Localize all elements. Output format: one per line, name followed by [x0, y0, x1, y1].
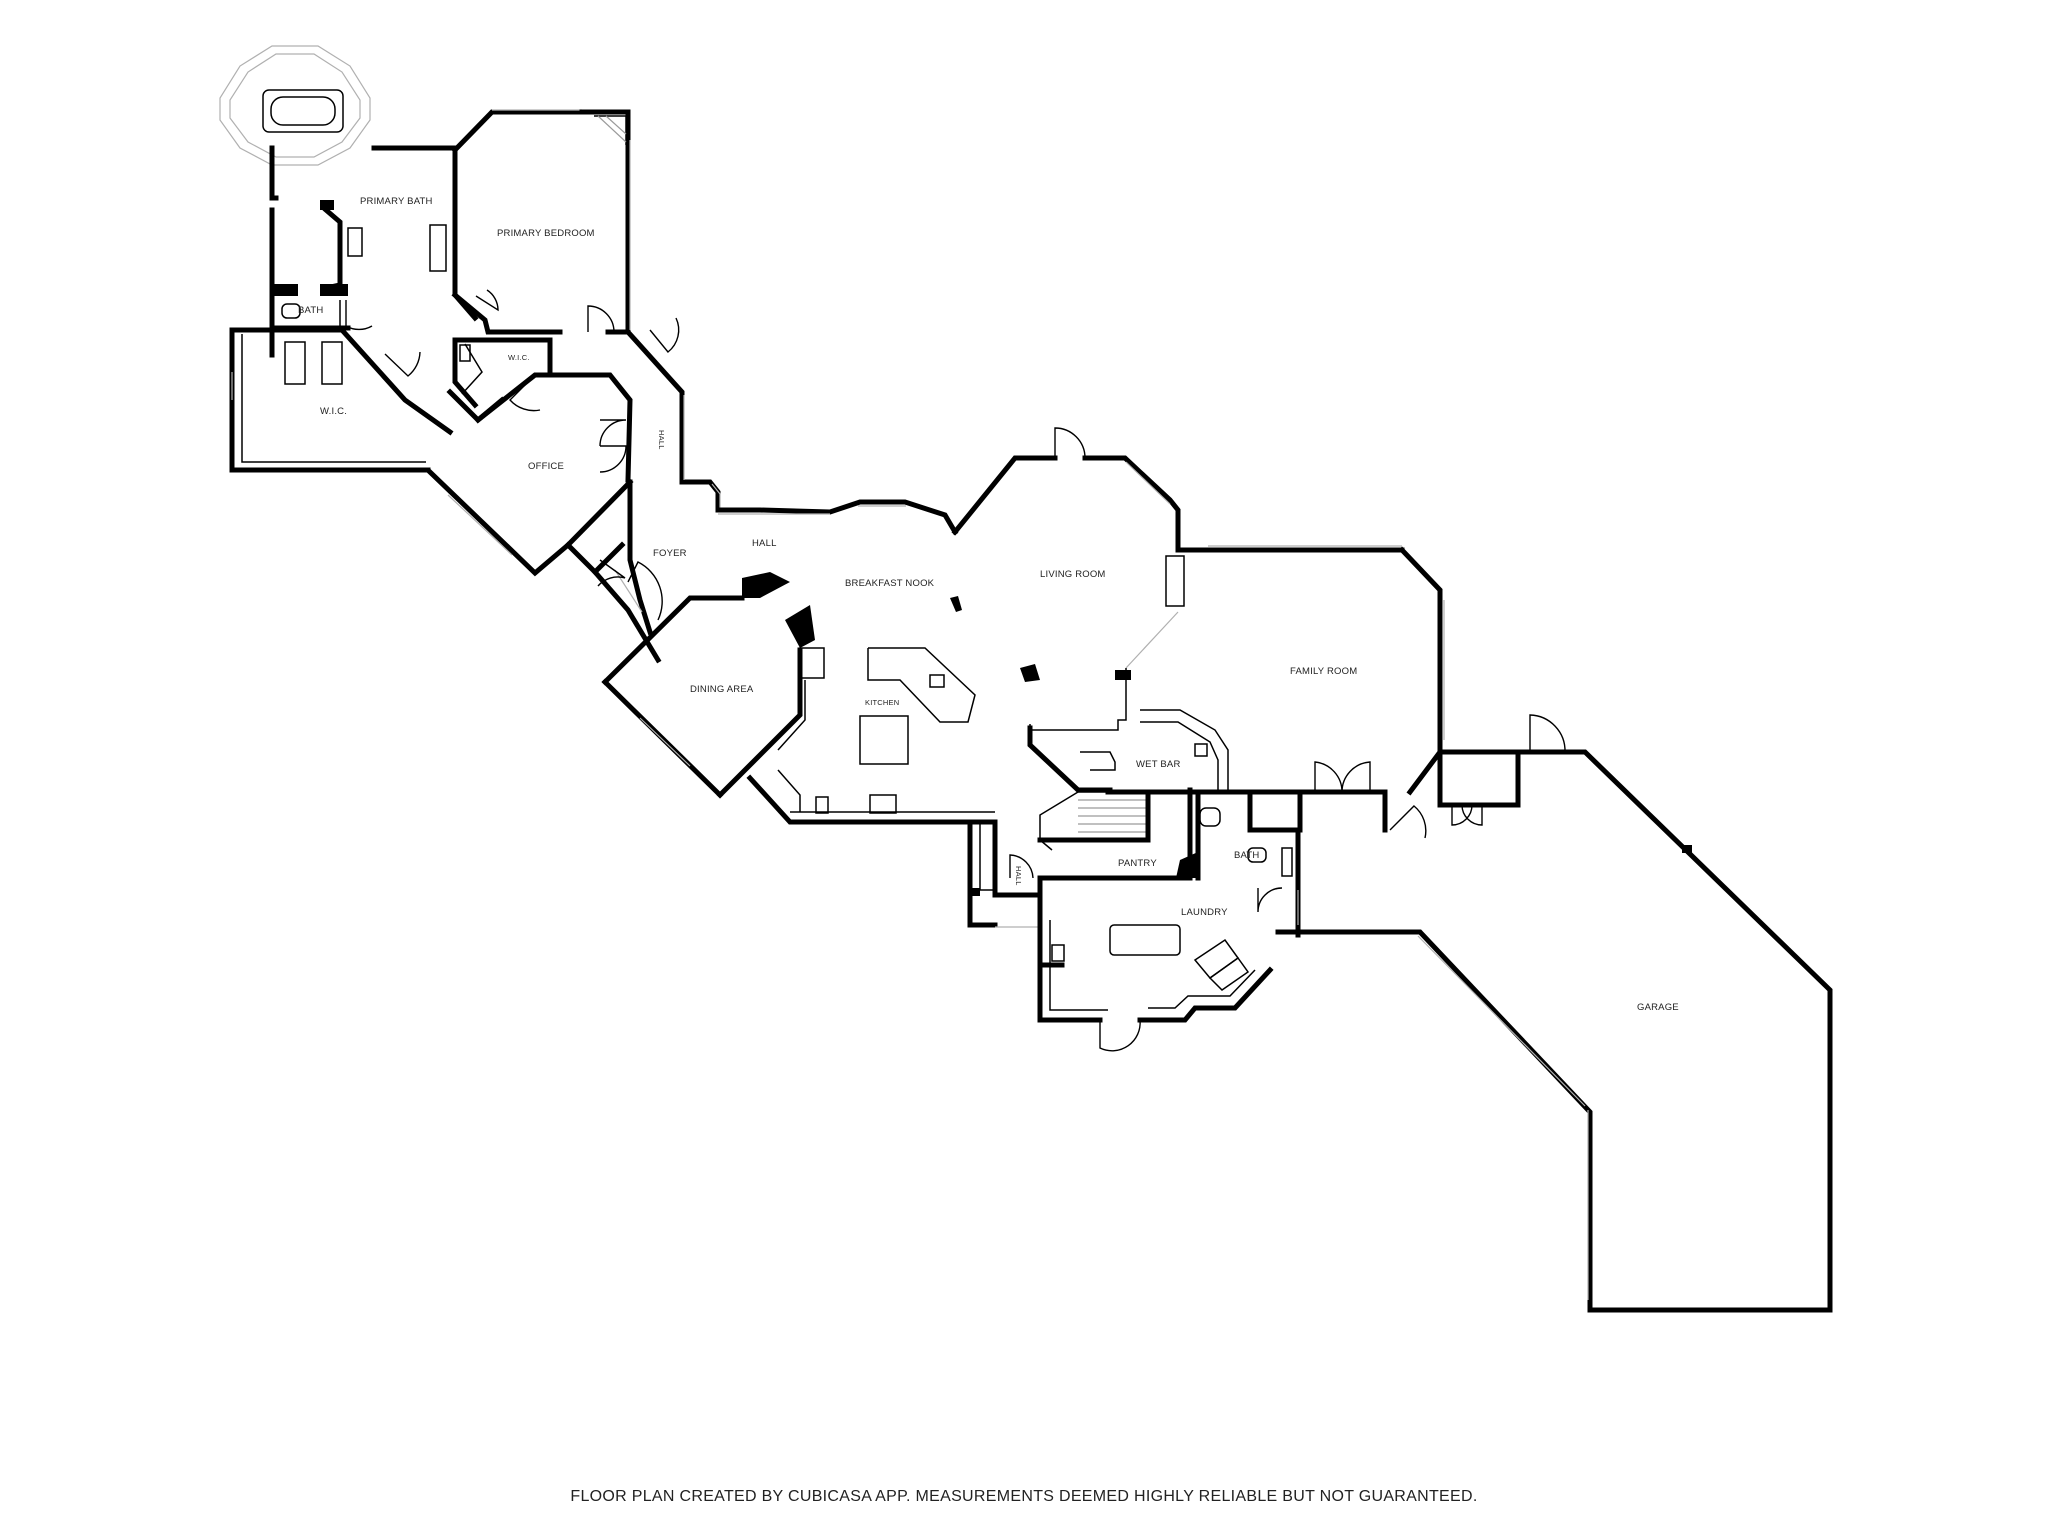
room-label-family-room: FAMILY ROOM [1290, 666, 1357, 677]
room-label-living-room: LIVING ROOM [1040, 569, 1106, 580]
room-label-hall-vertical: HALL [657, 430, 666, 450]
room-label-hall: HALL [752, 538, 777, 549]
room-label-bath-lower: BATH [1234, 850, 1259, 861]
room-label-wic-small: W.I.C. [508, 353, 530, 362]
hall-corridor [591, 317, 721, 664]
room-label-wic-large: W.I.C. [320, 406, 347, 417]
garage-closet [1437, 749, 1521, 826]
room-label-wet-bar: WET BAR [1136, 759, 1181, 770]
room-label-kitchen: KITCHEN [865, 698, 899, 707]
large-wic [229, 326, 454, 473]
room-label-primary-bath: PRIMARY BATH [360, 196, 433, 207]
garage-walls [1275, 714, 1833, 1313]
family-room-walls [1105, 545, 1445, 839]
room-label-primary-bedroom: PRIMARY BEDROOM [497, 228, 595, 239]
tub-alcove [219, 45, 371, 166]
room-label-office: OFFICE [528, 461, 564, 472]
primary-bath-walls [269, 145, 479, 331]
room-label-dining-area: DINING AREA [690, 684, 754, 695]
room-label-garage: GARAGE [1637, 1002, 1679, 1013]
small-hall [967, 819, 1040, 928]
hall-spine-walls [715, 427, 1181, 553]
laundry-island [1109, 924, 1181, 956]
footer-disclaimer: FLOOR PLAN CREATED BY CUBICASA APP. MEAS… [570, 1488, 1478, 1505]
laundry-walls [1037, 875, 1299, 1052]
room-label-breakfast-nook: BREAKFAST NOOK [845, 578, 935, 589]
small-wic [446, 337, 553, 424]
primary-bedroom-walls [451, 109, 631, 335]
bathtub [262, 89, 344, 133]
room-label-foyer: FOYER [653, 548, 687, 559]
kitchen [746, 596, 1131, 898]
office-walls [426, 372, 634, 577]
room-label-bath-upper: BATH [298, 305, 323, 316]
room-label-laundry: LAUNDRY [1181, 907, 1228, 918]
kitchen-island [859, 715, 909, 765]
room-label-hall-small: HALL [1014, 866, 1023, 886]
dining-area-walls [601, 572, 825, 799]
kitchen-island-counter [867, 647, 976, 723]
room-label-pantry: PANTRY [1118, 858, 1157, 869]
